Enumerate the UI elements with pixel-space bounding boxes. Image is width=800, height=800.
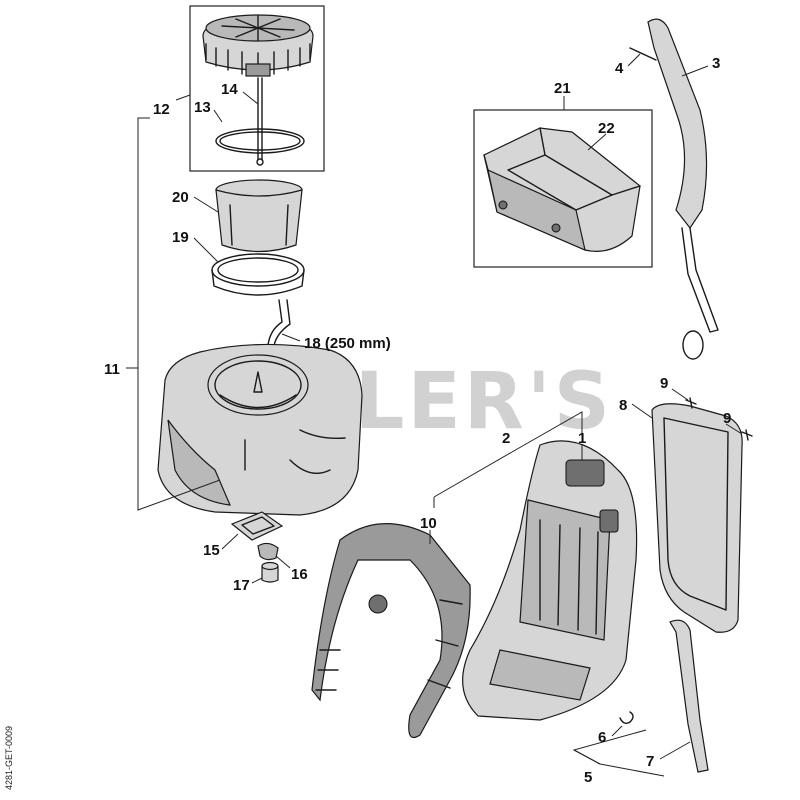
callout-19: 19 bbox=[172, 229, 189, 246]
callout-16: 16 bbox=[291, 566, 308, 583]
hose bbox=[267, 299, 283, 346]
callout-3: 3 bbox=[712, 55, 720, 72]
callout-5: 5 bbox=[584, 769, 592, 786]
callout-22: 22 bbox=[598, 120, 615, 137]
callout-14: 14 bbox=[221, 81, 238, 98]
cap-seal-ring-inner bbox=[219, 131, 301, 151]
screw-lower bbox=[741, 429, 753, 441]
callout-1: 1 bbox=[578, 430, 586, 447]
callout-7: 7 bbox=[646, 753, 654, 770]
callout-10: 10 bbox=[420, 515, 437, 532]
side-cover bbox=[311, 523, 471, 739]
cap-assembly-group bbox=[189, 5, 325, 172]
tank-cap bbox=[202, 14, 314, 77]
cap-frame bbox=[189, 5, 325, 172]
callouts: 1 2 3 4 5 6 7 8 9 9 10 11 12 13 14 15 16… bbox=[104, 55, 731, 786]
callout-13: 13 bbox=[194, 99, 211, 116]
tank bbox=[157, 343, 363, 516]
drawing-code: 4281-GET-0009 bbox=[4, 726, 14, 790]
callout-9-lower: 9 bbox=[723, 410, 731, 427]
back-frame bbox=[462, 440, 638, 721]
hook-clip bbox=[619, 711, 634, 725]
strainer-ring bbox=[211, 253, 305, 296]
callout-4: 4 bbox=[615, 60, 624, 77]
callout-2: 2 bbox=[502, 430, 510, 447]
callout-12: 12 bbox=[153, 101, 170, 118]
callout-9-upper: 9 bbox=[660, 375, 668, 392]
strainer-basket bbox=[215, 179, 303, 253]
callout-18: 18 (250 mm) bbox=[304, 335, 391, 352]
gasket bbox=[230, 511, 284, 541]
callout-21: 21 bbox=[554, 80, 571, 97]
callout-15: 15 bbox=[203, 542, 220, 559]
callout-17: 17 bbox=[233, 577, 250, 594]
shoulder-strap bbox=[647, 18, 719, 360]
waist-strap bbox=[669, 619, 709, 773]
storage-box-frame bbox=[473, 109, 653, 268]
back-pad bbox=[651, 403, 743, 633]
callout-6: 6 bbox=[598, 729, 606, 746]
cap-seal-ring bbox=[215, 128, 305, 154]
callout-20: 20 bbox=[172, 189, 189, 206]
hose-outline bbox=[273, 299, 291, 347]
plug bbox=[261, 561, 279, 583]
callout-8: 8 bbox=[619, 397, 627, 414]
leader-lines bbox=[126, 53, 743, 777]
storage-box-group bbox=[473, 109, 653, 268]
strap-clip bbox=[629, 47, 657, 61]
callout-11: 11 bbox=[104, 361, 120, 378]
fitting bbox=[257, 542, 279, 561]
screw-upper bbox=[685, 397, 697, 409]
cap-strainer-rod bbox=[256, 77, 264, 166]
